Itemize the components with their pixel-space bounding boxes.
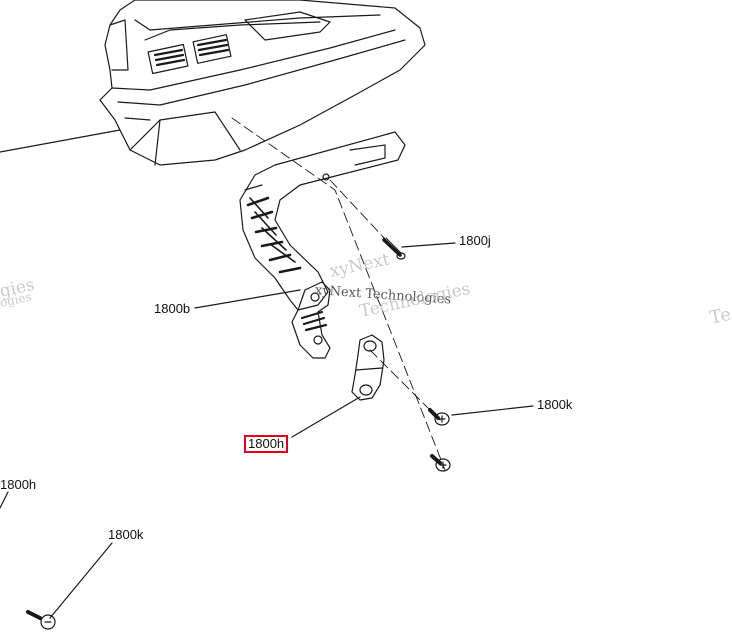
callout-1800k-right[interactable]: 1800k xyxy=(537,397,573,412)
callout-1800h-selected[interactable]: 1800h xyxy=(244,435,289,453)
callout-1800b[interactable]: 1800b xyxy=(154,301,191,316)
callout-1800h-left[interactable]: 1800h xyxy=(0,477,37,492)
center-line-main xyxy=(231,117,446,471)
leader-1800k-left xyxy=(49,542,113,619)
clamp-piece xyxy=(351,334,385,401)
callout-1800k-left[interactable]: 1800k xyxy=(108,527,144,542)
screw-j xyxy=(382,236,406,260)
leader-1800h-left xyxy=(0,491,9,509)
screw-k-bottom xyxy=(26,610,56,630)
screw-k-upper xyxy=(428,408,450,426)
leader-1800b xyxy=(194,289,301,309)
handguard-housing xyxy=(99,0,426,166)
watermark-right: Te xyxy=(707,303,732,329)
leader-1800h xyxy=(291,396,361,438)
screw-k-lower xyxy=(430,454,451,472)
center-line-k xyxy=(369,349,441,421)
leader-housing xyxy=(0,129,121,153)
handguard-arm xyxy=(239,131,406,311)
leader-1800j xyxy=(401,242,456,248)
center-line-j xyxy=(329,179,401,256)
leader-1800k-right xyxy=(451,405,534,416)
callout-1800j[interactable]: 1800j xyxy=(459,233,491,248)
handguard-clamp xyxy=(291,281,331,359)
